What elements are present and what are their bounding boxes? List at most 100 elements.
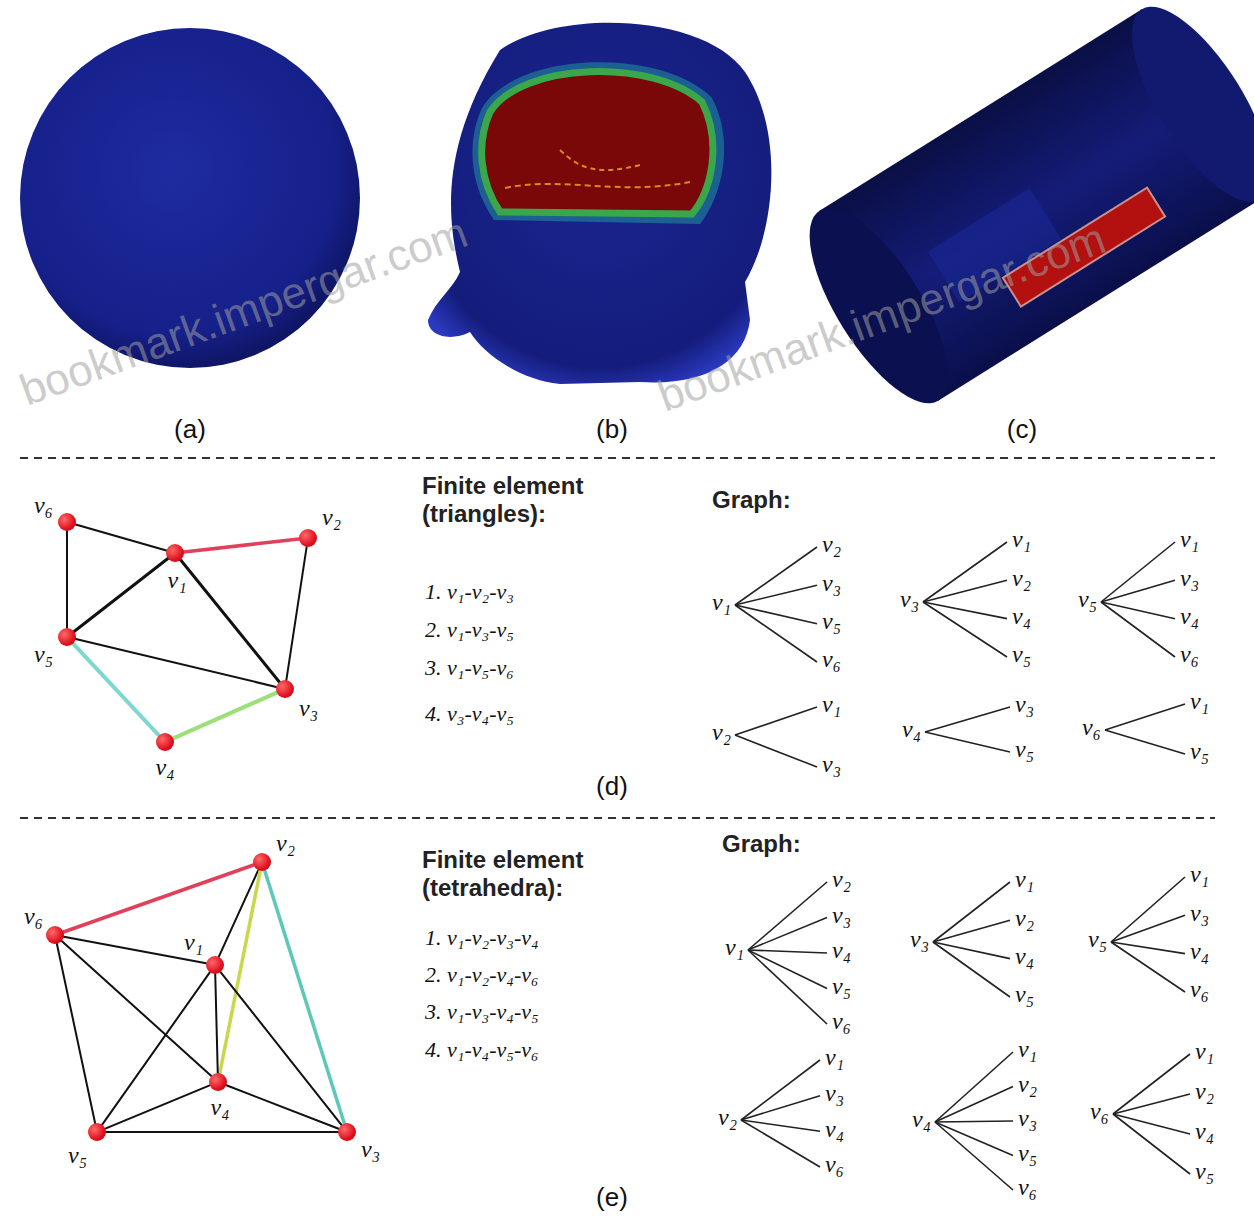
vertex-label: v₆ [24, 903, 43, 929]
panel-label: (e) [596, 1183, 628, 1213]
graph-neighbour: v₁ [822, 691, 841, 719]
vertex-label: v₅ [68, 1142, 87, 1168]
graph-line [748, 950, 827, 953]
graph-line [741, 1060, 820, 1120]
graph-neighbour: v₃ [822, 751, 841, 779]
element-list-item: 4. v₁-v₄-v₅-v₆ [425, 1037, 539, 1062]
graph-line [735, 707, 817, 735]
mesh-vertex: v₅ [88, 1123, 106, 1141]
graph-neighbour: v₃ [1018, 1105, 1037, 1133]
mesh-edge [106, 1131, 338, 1133]
vertex-label: v₅ [34, 641, 53, 667]
mesh-edge [74, 559, 168, 632]
graph-line [1111, 942, 1185, 992]
graph-line [748, 882, 827, 950]
graph-line [933, 942, 1010, 997]
vertex-label: v₁ [184, 929, 203, 955]
element-list-item: 2. v₁-v₃-v₅ [425, 617, 514, 642]
graph-neighbour: v₄ [1012, 603, 1031, 631]
graph-line [1105, 730, 1185, 754]
graph-line [748, 918, 827, 951]
graph-line [925, 732, 1010, 752]
graph-neighbour: v₃ [822, 570, 841, 598]
vertex-label: v₄ [211, 1094, 230, 1120]
graph-neighbour: v₅ [1195, 1158, 1214, 1186]
mesh-vertex: v₅ [58, 628, 76, 646]
graph-vertex: v₂ [718, 1104, 737, 1132]
graph-line [923, 542, 1007, 602]
vertex-label: v₆ [34, 492, 53, 518]
graph-neighbour: v₄ [1015, 943, 1034, 971]
graph-vertex: v₁ [712, 589, 731, 617]
graph-neighbour: v₅ [1015, 981, 1034, 1009]
panel-label: (a) [174, 415, 206, 445]
graph-neighbour: v₂ [822, 531, 841, 559]
graph-line [935, 1122, 1013, 1190]
graph-line [1101, 580, 1175, 602]
graph-line [1113, 1054, 1190, 1114]
graph-neighbour: v₂ [1015, 905, 1034, 933]
graph-neighbour: v₃ [832, 902, 851, 930]
cylinder-model [784, 0, 1254, 423]
element-list-item: 4. v₃-v₄-v₅ [425, 701, 514, 726]
section-heading: Graph: [712, 486, 791, 514]
graph-line [1111, 915, 1185, 942]
graph-line [748, 950, 827, 989]
section-heading: Graph: [722, 830, 801, 858]
separator [20, 817, 1215, 819]
graph-line [748, 950, 827, 1024]
graph-neighbour: v₁ [1012, 526, 1031, 554]
graph-neighbour: v₃ [825, 1080, 844, 1108]
graph-line [735, 605, 817, 662]
graph-line [933, 882, 1010, 942]
mesh-vertex: v₄ [209, 1073, 227, 1091]
mesh-edge [102, 972, 210, 1124]
head-model [428, 23, 771, 384]
mesh-edge [66, 531, 68, 628]
panel-label: (d) [596, 772, 628, 802]
element-list-item: 2. v₁-v₂-v₄-v₆ [425, 962, 539, 987]
graph-line [925, 707, 1010, 732]
graph-vertex: v₅ [1078, 586, 1097, 614]
mesh-vertex: v₁ [166, 544, 184, 562]
graph-neighbour: v₅ [1190, 738, 1209, 766]
mesh-edge [76, 524, 167, 550]
graph-line [1113, 1094, 1190, 1114]
graph-line [741, 1120, 820, 1131]
graph-vertex: v₃ [910, 926, 929, 954]
mesh-edge [73, 644, 159, 736]
graph-vertex: v₃ [900, 586, 919, 614]
graph-line [1101, 542, 1175, 602]
graph-neighbour: v₆ [825, 1151, 844, 1179]
mesh-edge [63, 865, 253, 932]
mesh-edge [220, 871, 260, 1073]
graph-line [935, 1052, 1013, 1122]
graph-neighbour: v₁ [1195, 1038, 1214, 1066]
mesh-vertex: v₁ [206, 956, 224, 974]
element-list-item: 3. v₁-v₃-v₄-v₅ [425, 999, 539, 1024]
graph-vertex: v₅ [1088, 926, 1107, 954]
graph-neighbour: v₁ [1190, 861, 1209, 889]
graph-line [935, 1121, 1013, 1122]
graph-neighbour: v₅ [822, 608, 841, 636]
mesh-vertex: v₆ [58, 513, 76, 531]
mesh-edge [286, 547, 306, 680]
mesh-edge [265, 871, 345, 1124]
graph-neighbour: v₄ [825, 1116, 844, 1144]
graph-neighbour: v₂ [1195, 1078, 1214, 1106]
section-heading: Finite element (tetrahedra): [422, 846, 637, 901]
graph-line [735, 735, 817, 767]
graph-line [923, 602, 1007, 657]
graph-line [1101, 602, 1175, 657]
mesh-edge [173, 693, 277, 739]
mesh-edge [62, 941, 212, 1076]
graph-line [923, 580, 1007, 602]
graph-line [741, 1096, 820, 1120]
vertex-label: v₂ [276, 830, 295, 856]
graph-neighbour: v₅ [1015, 736, 1034, 764]
mesh-edge [184, 539, 299, 552]
mesh-vertex: v₂ [253, 853, 271, 871]
